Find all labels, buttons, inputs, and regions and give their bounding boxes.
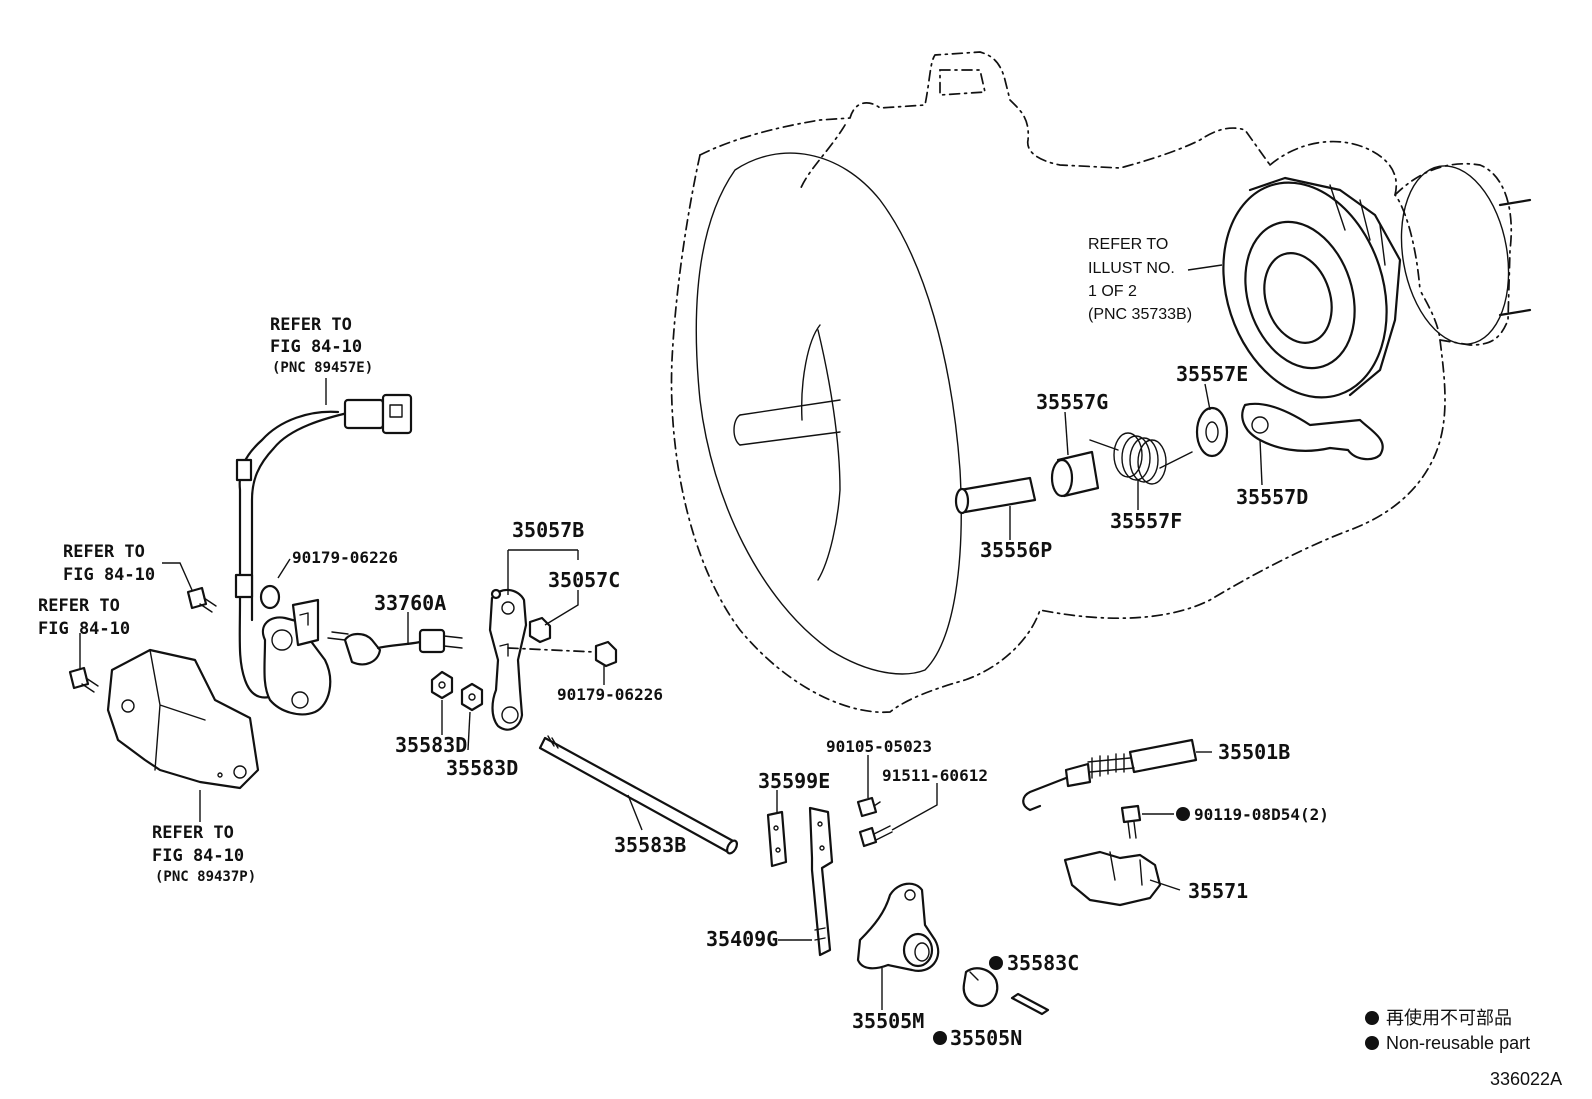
- part-labels: 35057B 35057C 33760A 90179-06226 90179-0…: [292, 362, 1329, 1050]
- rod-35409G: [808, 806, 834, 957]
- note-bottom-line2: FIG 84-10: [152, 846, 244, 866]
- spring-35557F: [1089, 432, 1193, 485]
- note-illust-line3: 1 OF 2: [1088, 283, 1137, 300]
- bolt-left-lower: [68, 666, 99, 693]
- marker-35583C: [989, 956, 1003, 970]
- note-illust-line2: ILLUST NO.: [1088, 260, 1175, 277]
- label-35057C: 35057C: [548, 568, 620, 592]
- nut-90179-06226-mid: [507, 640, 618, 668]
- label-35599E: 35599E: [758, 769, 830, 793]
- lever-35057B: [488, 588, 528, 731]
- label-35583D-2: 35583D: [446, 756, 518, 780]
- sensor-33760A: [327, 628, 463, 666]
- note-top-line1: REFER TO: [270, 315, 352, 335]
- note-top-line3: (PNC 89457E): [272, 360, 373, 376]
- label-35583C: 35583C: [1007, 951, 1079, 975]
- label-35409G: 35409G: [706, 927, 778, 951]
- shift-fork-35557D: [1241, 402, 1384, 461]
- label-35505N: 35505N: [950, 1026, 1022, 1050]
- label-35505M: 35505M: [852, 1009, 924, 1033]
- plate-35599E: [766, 810, 788, 868]
- bolt-91511-60612: [858, 825, 893, 848]
- pin-35583C: [1010, 992, 1050, 1016]
- note-refer-left-lower: REFER TO FIG 84-10: [38, 596, 130, 639]
- note-left1-line1: REFER TO: [63, 542, 145, 562]
- legend-marker-jp: [1365, 1011, 1379, 1025]
- label-35557F: 35557F: [1110, 509, 1182, 533]
- nut-35057C: [528, 616, 552, 644]
- legend: 再使用不可部品 Non-reusable part: [1386, 1008, 1530, 1053]
- note-bottom-line3: (PNC 89437P): [155, 869, 256, 885]
- label-90119-08D54: 90119-08D54(2): [1194, 805, 1329, 824]
- shaft-35583B: [538, 735, 739, 855]
- label-90179-06226-top: 90179-06226: [292, 548, 398, 567]
- illustration-id: 336022A: [1490, 1069, 1562, 1089]
- legend-en: Non-reusable part: [1386, 1033, 1530, 1053]
- transfer-gear: [1222, 165, 1532, 399]
- transmission-housing-outline: [670, 51, 1513, 714]
- label-35583B: 35583B: [614, 833, 686, 857]
- label-35501B: 35501B: [1218, 740, 1290, 764]
- note-bottom-line1: REFER TO: [152, 823, 234, 843]
- label-35557G: 35557G: [1036, 390, 1108, 414]
- cable-35501B: [1022, 738, 1198, 812]
- label-35571: 35571: [1188, 879, 1248, 903]
- label-91511-60612: 91511-60612: [882, 766, 988, 785]
- legend-jp: 再使用不可部品: [1386, 1008, 1512, 1028]
- label-35583D-1: 35583D: [395, 733, 467, 757]
- note-refer-left-upper: REFER TO FIG 84-10: [63, 542, 155, 585]
- marker-35505N: [933, 1031, 947, 1045]
- collar-35557G: [1050, 450, 1100, 498]
- leader-lines: [79, 264, 1263, 1010]
- note-refer-illust: REFER TO ILLUST NO. 1 OF 2 (PNC 35733B): [1088, 236, 1192, 323]
- label-35557D: 35557D: [1236, 485, 1308, 509]
- note-refer-bottom: REFER TO FIG 84-10 (PNC 89437P): [152, 823, 256, 885]
- washer-35557E: [1195, 406, 1229, 458]
- nut-35583D-2: [460, 682, 484, 712]
- label-33760A: 33760A: [374, 591, 446, 615]
- clip-35505N: [962, 967, 999, 1008]
- speed-sensor-harness: [234, 393, 413, 699]
- label-35057B: 35057B: [512, 518, 584, 542]
- bolt-90105-05023: [856, 796, 881, 818]
- speed-sensor-body: [261, 598, 332, 716]
- label-90179-06226-mid: 90179-06226: [557, 685, 663, 704]
- bolt-90119-08D54: [1120, 804, 1142, 839]
- note-top-line2: FIG 84-10: [270, 337, 362, 357]
- legend-marker-en: [1365, 1036, 1379, 1050]
- note-left2-line2: FIG 84-10: [38, 619, 130, 639]
- bracket-35571: [1063, 850, 1162, 907]
- bell-housing: [695, 152, 962, 675]
- lever-35505M: [856, 882, 940, 972]
- note-illust-line4: (PNC 35733B): [1088, 306, 1192, 323]
- bolt-left-upper: [186, 586, 217, 613]
- note-illust-line1: REFER TO: [1088, 236, 1168, 253]
- sleeve-35556P: [954, 476, 1037, 515]
- note-refer-top: REFER TO FIG 84-10 (PNC 89457E): [270, 315, 373, 376]
- bracket-89437P: [106, 648, 260, 790]
- label-90105-05023: 90105-05023: [826, 737, 932, 756]
- note-left2-line1: REFER TO: [38, 596, 120, 616]
- label-35557E: 35557E: [1176, 362, 1248, 386]
- label-35556P: 35556P: [980, 538, 1052, 562]
- non-reusable-markers: [933, 807, 1379, 1050]
- nut-35583D-1: [430, 670, 454, 700]
- marker-90119: [1176, 807, 1190, 821]
- note-left1-line2: FIG 84-10: [63, 565, 155, 585]
- nut-90179-06226-top: [259, 584, 281, 610]
